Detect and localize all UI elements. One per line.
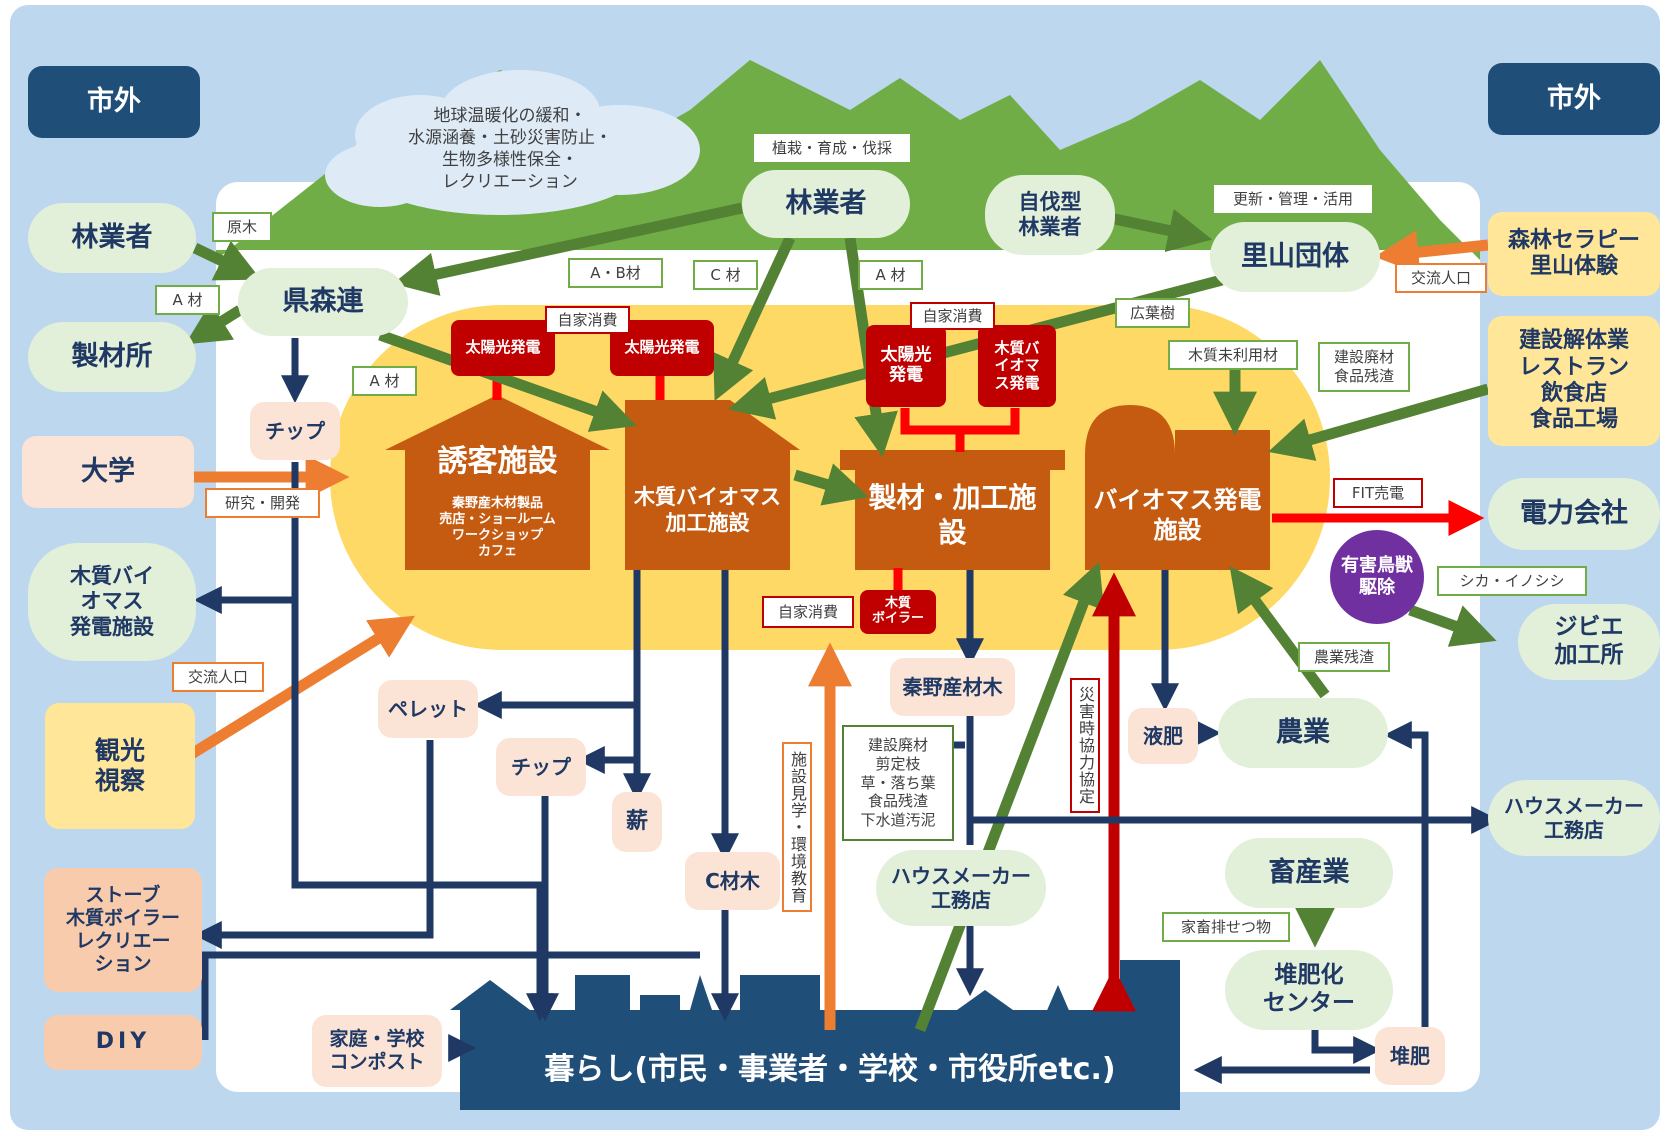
node-diy: DIY (44, 1015, 202, 1070)
outside-left-label: 市外 (28, 66, 200, 138)
node-home-compost: 家庭・学校 コンポスト (312, 1015, 442, 1087)
node-tourism: 観光 視察 (45, 703, 195, 829)
wood-biomass-facility-shape (625, 400, 800, 570)
label-renewal: 更新・管理・活用 (1212, 183, 1374, 215)
sawmill-facility-shape (840, 450, 1065, 570)
label-unused-wood: 木質未利用材 (1168, 340, 1298, 370)
node-self-cut-forester: 自伐型 林業者 (985, 175, 1115, 255)
node-firewood: 薪 (612, 792, 662, 852)
label-fit: FIT売電 (1333, 478, 1423, 508)
cloud (325, 70, 700, 215)
label-a-material-mid: A 材 (352, 366, 417, 396)
node-chip-mid: チップ (496, 738, 586, 796)
node-housemaker-right: ハウスメーカー 工務店 (1488, 780, 1660, 856)
label-agri-residue: 農業残渣 (1298, 642, 1390, 672)
wood-biomass-power: 木質バ イオマ ス発電 (978, 325, 1056, 407)
label-exchange-left: 交流人口 (172, 662, 264, 692)
label-disaster: 災害時協力協定 (1070, 678, 1100, 813)
label-a-material-right: A 材 (858, 260, 923, 290)
node-hadano-timber: 秦野産材木 (890, 658, 1015, 716)
node-power-company: 電力会社 (1488, 478, 1660, 550)
facility-visitor-title: 誘客施設 (437, 444, 558, 480)
biomass-power-facility-shape (1085, 405, 1270, 570)
forest-benefits-text: 地球温暖化の緩和・ 水源涵養・土砂災害防止・ 生物多様性保全・ レクリエーション (408, 106, 612, 193)
node-forester-left: 林業者 (28, 203, 196, 273)
label-manure: 家畜排せつ物 (1162, 912, 1290, 942)
node-satoyama-group: 里山団体 (1210, 222, 1380, 292)
visitor-facility-shape (385, 395, 610, 570)
label-ab-material: A・B材 (568, 258, 663, 288)
node-c-timber: C材木 (685, 852, 780, 910)
facility-visitor-sub: 秦野産木材製品 売店・ショールーム ワークショップ カフェ (439, 495, 556, 560)
solar-power-1: 太陽光発電 (451, 320, 555, 376)
label-self-consumption-2: 自家消費 (910, 302, 995, 330)
node-forester-center: 林業者 (742, 170, 910, 238)
label-facility-tour: 施設見学・環境教育 (782, 742, 812, 912)
node-university: 大学 (22, 436, 194, 508)
node-housemaker-center: ハウスメーカー 工務店 (876, 850, 1046, 926)
label-c-material: C 材 (693, 260, 758, 290)
wood-boiler: 木質 ボイラー (860, 590, 936, 634)
node-stove: ストーブ 木質ボイラー レクリエー ション (44, 868, 202, 992)
node-demolition: 建設解体業 レストラン 飲食店 食品工場 (1488, 316, 1660, 446)
node-compost-center: 堆肥化 センター (1225, 950, 1393, 1030)
label-exchange-right: 交流人口 (1395, 263, 1487, 293)
node-prefectural-forest-union: 県森連 (238, 268, 408, 336)
label-broadleaf: 広葉樹 (1115, 298, 1190, 328)
outside-right-label: 市外 (1488, 63, 1660, 135)
node-compost: 堆肥 (1375, 1027, 1445, 1085)
facility-wood-biomass: 木質バイオマス 加工施設 (634, 484, 781, 535)
solar-power-3: 太陽光 発電 (866, 325, 946, 407)
label-a-material-left: A 材 (155, 285, 220, 315)
label-research: 研究・開発 (205, 488, 320, 518)
label-logs: 原木 (212, 212, 272, 242)
node-gibier: ジビエ 加工所 (1518, 604, 1660, 680)
node-living: 暮らし(市民・事業者・学校・市役所etc.) (544, 1052, 1116, 1087)
facility-biomass-power: バイオマス発電施設 (1093, 486, 1262, 544)
label-planting: 植栽・育成・伐採 (752, 132, 912, 164)
node-forest-therapy: 森林セラピー 里山体験 (1488, 212, 1660, 296)
node-sawmill-left: 製材所 (28, 322, 196, 392)
solar-power-2: 太陽光発電 (610, 320, 714, 376)
node-woody-biomass-plant-left: 木質バイ オマス 発電施設 (28, 543, 196, 661)
facility-sawmill: 製材・加工施設 (868, 481, 1037, 549)
label-deer-boar: シカ・イノシシ (1437, 566, 1587, 596)
node-pellet: ペレット (378, 680, 478, 738)
node-chip-left: チップ (250, 402, 340, 460)
label-self-consumption-3: 自家消費 (762, 596, 854, 628)
node-agriculture: 農業 (1218, 698, 1388, 768)
node-liquid-fertilizer: 液肥 (1128, 708, 1198, 764)
node-pest-control: 有害鳥獣 駆除 (1330, 530, 1424, 624)
green-arrows (185, 202, 1497, 1032)
label-self-consumption-1: 自家消費 (545, 306, 630, 334)
label-construction-food: 建設廃材 食品残渣 (1318, 342, 1410, 392)
node-livestock: 畜産業 (1225, 838, 1393, 908)
label-waste-list: 建設廃材 剪定枝 草・落ち葉 食品残渣 下水道汚泥 (842, 725, 954, 841)
